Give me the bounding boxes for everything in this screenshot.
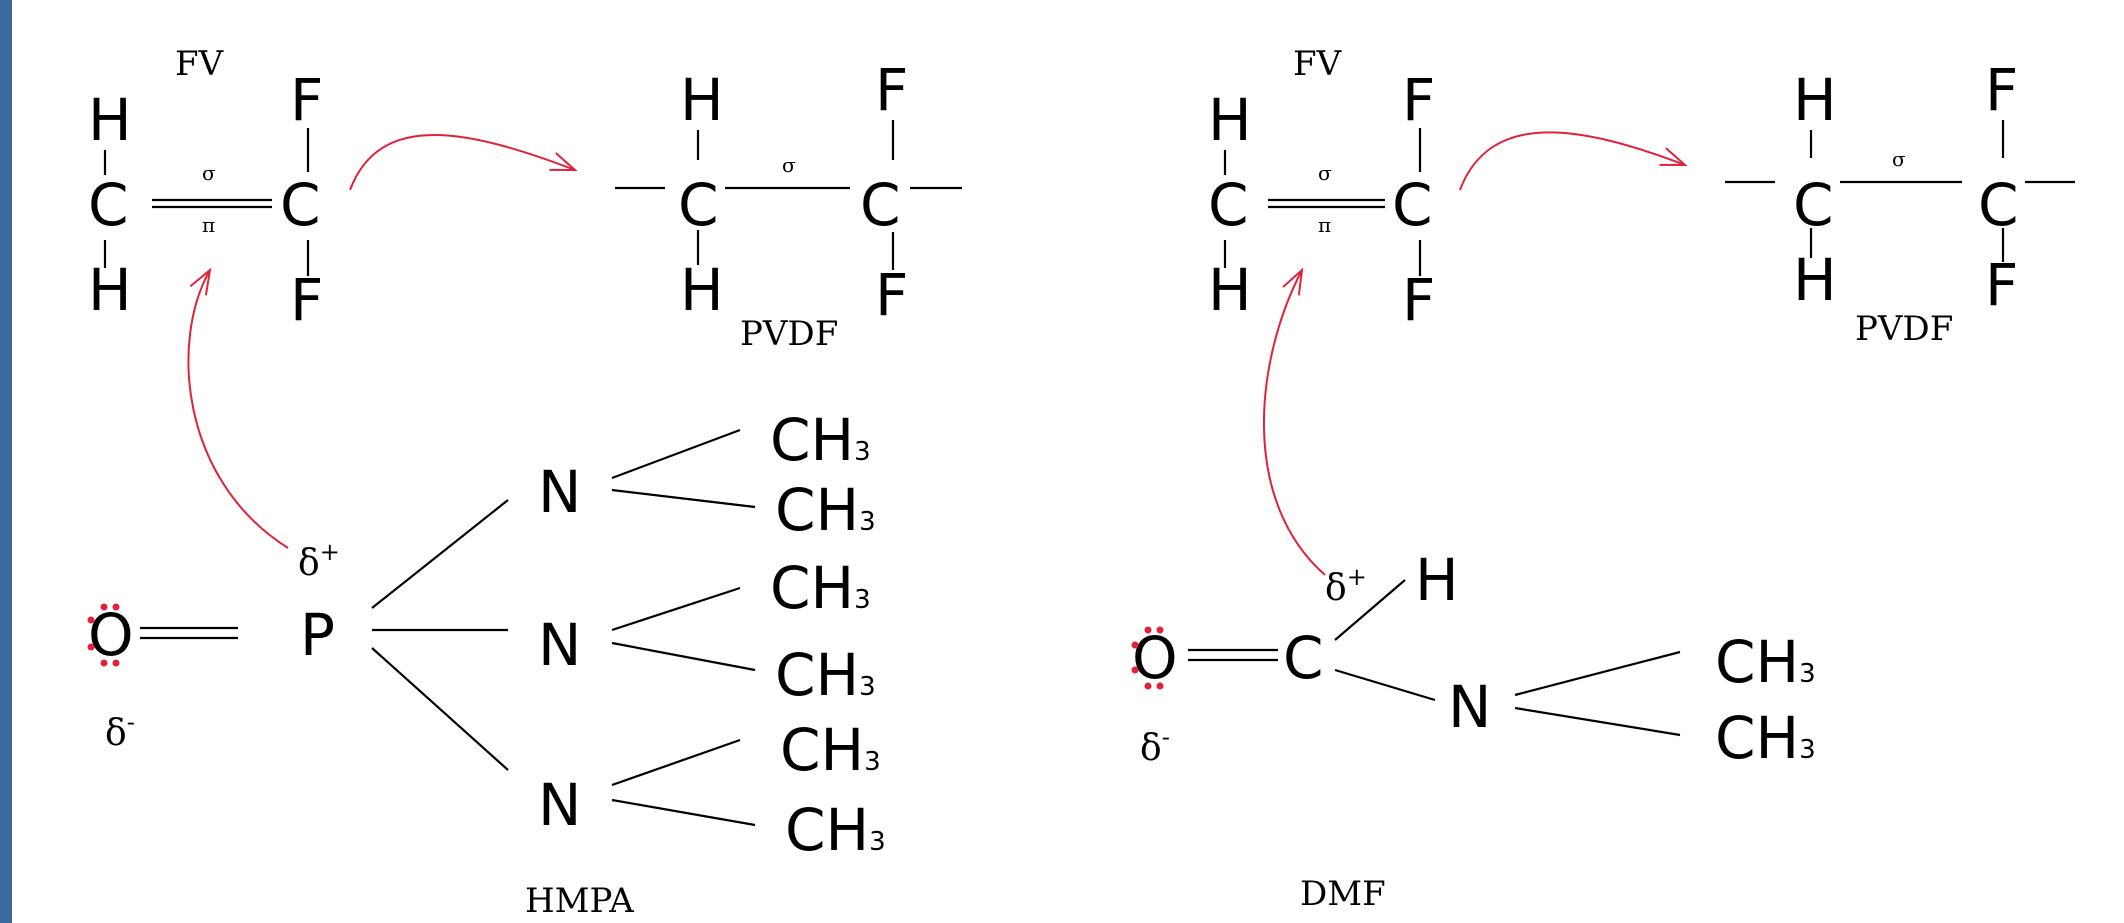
left-hmpa-ch3-3: CH3 (770, 554, 871, 622)
left-hmpa-n3: N (538, 771, 581, 839)
right-monomer-label: FV (1293, 44, 1343, 84)
left-hmpa-bond-n1-ch3a (611, 428, 741, 480)
left-solvent-hmpa: O P δ+ δ- N N N (87, 406, 886, 921)
left-fv-c1: C (88, 171, 129, 239)
left-pvdf-sigma: σ (782, 153, 796, 177)
left-hmpa-ch3-1: CH3 (770, 406, 871, 474)
left-hmpa-bond-n1-ch3b (611, 488, 756, 509)
left-monomer-label: FV (175, 44, 225, 84)
right-pvdf-f-top: F (1985, 56, 2018, 124)
right-fv-sigma: σ (1318, 161, 1332, 185)
left-attack-arrow (187, 270, 289, 549)
left-polymer-label: PVDF (740, 314, 838, 354)
right-pvdf-h-bottom: H (1793, 246, 1837, 314)
right-solvent-dmf: O C δ+ δ- H N (1131, 546, 1816, 914)
right-dmf-bond-n-ch3a (1514, 650, 1681, 697)
left-hmpa-lone-pairs (87, 603, 120, 667)
right-fv-h-bottom: H (1208, 256, 1252, 324)
right-pvdf-h-top: H (1793, 66, 1837, 134)
right-dmf-h: H (1415, 546, 1459, 614)
left-pvdf-c1: C (678, 171, 719, 239)
right-dmf-delta-minus: δ- (1140, 723, 1170, 769)
left-pvdf-h-bottom: H (680, 256, 724, 324)
left-fv-pi: π (202, 213, 215, 237)
left-hmpa-bond-p-n1 (371, 499, 509, 609)
right-pvdf-f-bottom: F (1985, 251, 2018, 319)
left-hmpa-o: O (88, 601, 134, 669)
right-fv-c1: C (1208, 171, 1249, 239)
right-fv-h-top: H (1208, 86, 1252, 154)
left-hmpa-p: P (300, 601, 335, 669)
right-pvdf-c2: C (1978, 171, 2019, 239)
left-solvent-label: HMPA (525, 881, 634, 921)
left-hmpa-delta-plus: δ+ (298, 538, 340, 584)
right-dmf-bond-c-n (1334, 668, 1436, 702)
right-dmf-ch3-1: CH3 (1715, 628, 1816, 696)
right-dmf-c: C (1283, 624, 1324, 692)
left-hmpa-bond-n2-ch3b (611, 641, 756, 672)
right-panel: FV H C H F C F σ π H C H F (1131, 44, 2075, 914)
left-hmpa-ch3-5: CH3 (780, 716, 881, 784)
right-polymer-label: PVDF (1855, 309, 1953, 349)
right-pvdf-c1: C (1793, 171, 1834, 239)
left-fv-f-top: F (290, 66, 323, 134)
left-hmpa-ch3-4: CH3 (775, 641, 876, 709)
left-pvdf-c2: C (860, 171, 901, 239)
left-polymerization-arrow (349, 134, 575, 191)
left-pvdf-f-bottom: F (875, 261, 908, 329)
right-fv-f-bottom: F (1402, 266, 1435, 334)
right-polymerization-arrow (1459, 131, 1685, 191)
left-hmpa-delta-minus: δ- (105, 708, 135, 754)
left-hmpa-bond-n2-ch3a (611, 586, 741, 632)
right-dmf-bond-n-ch3b (1514, 706, 1681, 737)
left-fv-h-bottom: H (88, 256, 132, 324)
left-polymer-pvdf: H C H F C F σ PVDF (615, 56, 962, 354)
right-dmf-lone-pairs (1131, 626, 1164, 690)
right-polymer-pvdf: H C H F C F σ PVDF (1725, 56, 2075, 349)
left-pvdf-h-top: H (680, 66, 724, 134)
left-fv-c2: C (280, 171, 321, 239)
right-dmf-n: N (1448, 673, 1491, 741)
left-fv-sigma: σ (202, 161, 216, 185)
left-hmpa-bond-p-n3 (371, 647, 509, 771)
right-dmf-ch3-2: CH3 (1715, 704, 1816, 772)
right-solvent-label: DMF (1300, 874, 1386, 914)
left-monomer-fv: FV H C H F C F σ π (88, 44, 323, 334)
frame-left-bar (0, 0, 12, 923)
left-hmpa-bond-n3-ch3a (611, 738, 741, 787)
right-fv-f-top: F (1402, 66, 1435, 134)
left-hmpa-ch3-2: CH3 (775, 476, 876, 544)
right-attack-arrow (1262, 270, 1326, 576)
right-monomer-fv: FV H C H F C F σ π (1208, 44, 1435, 334)
left-pvdf-f-top: F (875, 56, 908, 124)
left-panel: FV H C H F C F σ π H C H F (87, 44, 962, 921)
right-fv-c2: C (1392, 171, 1433, 239)
left-fv-f-bottom: F (290, 266, 323, 334)
left-hmpa-ch3-6: CH3 (785, 796, 886, 864)
right-pvdf-sigma: σ (1892, 147, 1906, 171)
right-fv-pi: π (1318, 213, 1331, 237)
left-hmpa-n1: N (538, 458, 581, 526)
right-dmf-bond-c-h (1334, 579, 1406, 641)
left-fv-h-top: H (88, 86, 132, 154)
right-dmf-o: O (1132, 624, 1178, 692)
right-dmf-delta-plus: δ+ (1325, 563, 1367, 609)
left-hmpa-n2: N (538, 611, 581, 679)
left-hmpa-bond-n3-ch3b (611, 798, 756, 827)
